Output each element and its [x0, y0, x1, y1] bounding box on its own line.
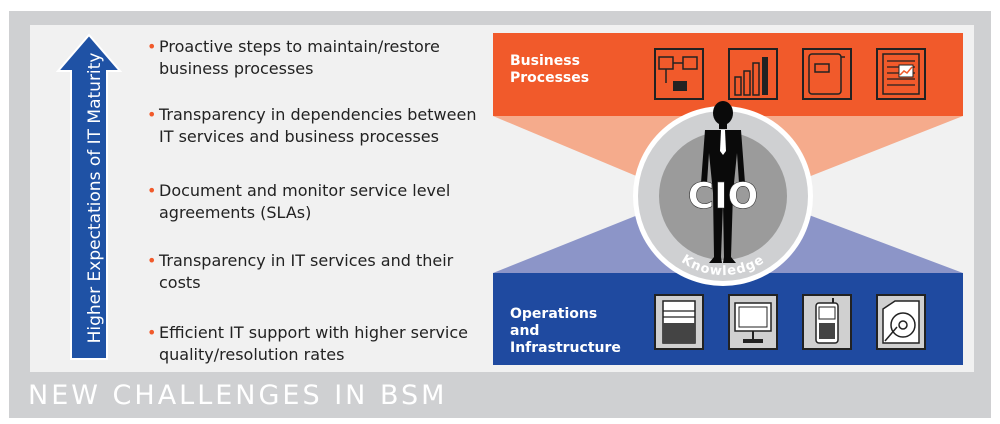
mobile-phone-icon: [802, 294, 852, 350]
business-processes-label: Business Processes: [510, 53, 590, 86]
cio-title: CIO: [688, 176, 758, 217]
maturity-arrow-label: Higher Expectations of IT Maturity: [85, 52, 105, 344]
maturity-arrow: [55, 33, 123, 363]
bar-chart-icon: [728, 48, 778, 100]
list-item: •Transparency in dependencies between IT…: [147, 105, 477, 146]
list-item: •Transparency in IT services and their c…: [147, 251, 454, 292]
notebook-icon: [802, 48, 852, 100]
process-flow-icon: [654, 48, 704, 100]
disk-drive-icon: [876, 294, 926, 350]
cio-figure: [701, 101, 745, 263]
bsm-diagram: Knowledge CIO Business Processes Operati…: [493, 33, 963, 365]
server-icon: [654, 294, 704, 350]
monitor-icon: [728, 294, 778, 350]
list-item: •Document and monitor service level agre…: [147, 181, 451, 222]
operations-infrastructure-label: Operations and Infrastructure: [510, 306, 621, 356]
report-document-icon: [876, 48, 926, 100]
list-item: •Proactive steps to maintain/restore bus…: [147, 37, 440, 78]
footer-title: NEW CHALLENGES IN BSM: [28, 380, 448, 411]
list-item: •Efficient IT support with higher servic…: [147, 323, 468, 364]
